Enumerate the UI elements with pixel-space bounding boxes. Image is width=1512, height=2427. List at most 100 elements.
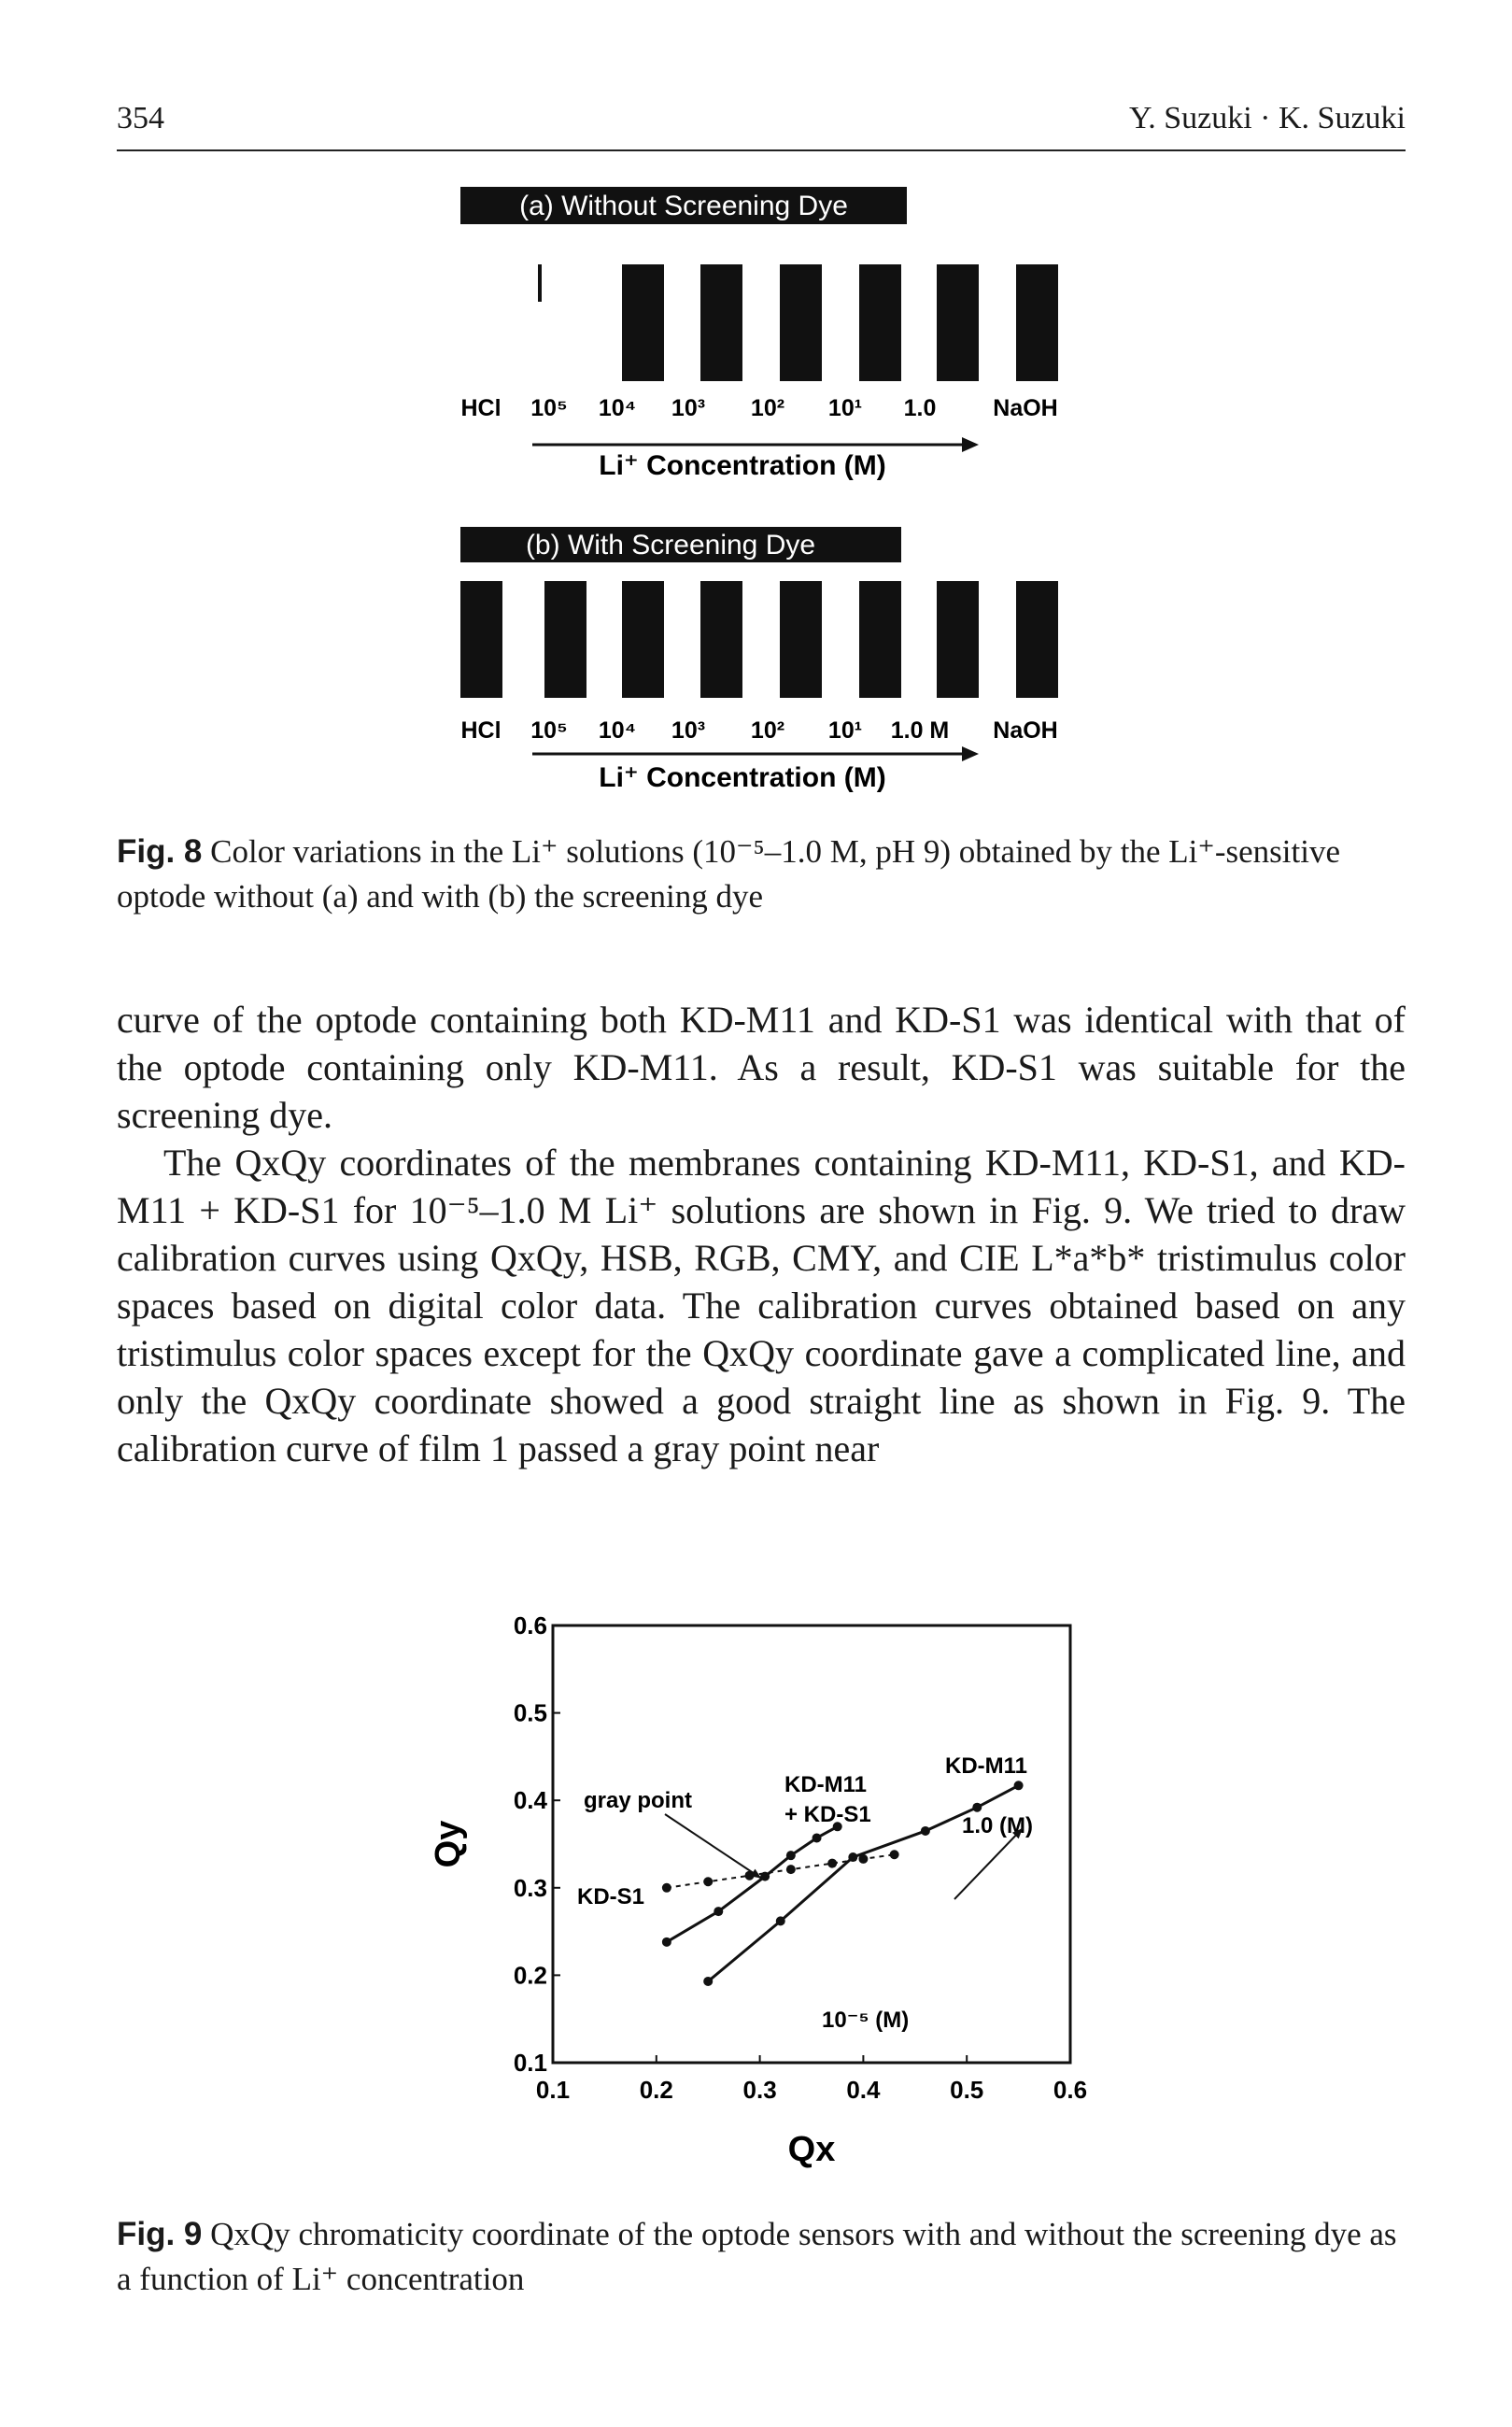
- conc-label-5: 10¹: [828, 395, 862, 421]
- data-point: [760, 1871, 770, 1881]
- annotation-arrow-head: [750, 1868, 762, 1879]
- color-block-6: [937, 264, 979, 381]
- color-block-5: [859, 581, 901, 698]
- figure-9-caption: Fig. 9 QxQy chromaticity coordinate of t…: [117, 2212, 1406, 2302]
- data-point: [744, 1870, 755, 1881]
- panel-b-title: (b) With Screening Dye: [526, 530, 815, 561]
- data-point: [848, 1852, 858, 1863]
- color-block-7: [1016, 581, 1058, 698]
- annotation-label: KD-S1: [577, 1884, 644, 1909]
- x-tick-label: 0.6: [1053, 2076, 1087, 2104]
- panel-a-strip: [538, 264, 1058, 381]
- color-block-2: [622, 581, 664, 698]
- x-tick-label: 0.3: [743, 2076, 777, 2104]
- conc-label-2: 10⁴: [599, 717, 636, 744]
- page-number: 354: [117, 101, 164, 135]
- series-line-1: [666, 1824, 839, 1944]
- y-tick-label: 0.4: [514, 1786, 548, 1814]
- data-point: [703, 1976, 714, 1986]
- x-tick-label: 0.2: [640, 2076, 673, 2104]
- x-tick-label: 0.5: [950, 2076, 983, 2104]
- body-paragraph-1: curve of the optode containing both KD-M…: [117, 999, 1406, 1136]
- data-point: [714, 1907, 724, 1917]
- body-text: curve of the optode containing both KD-M…: [117, 996, 1406, 1472]
- y-tick-label: 0.5: [514, 1699, 547, 1727]
- data-point: [920, 1825, 930, 1836]
- figure-9-caption-label: Fig. 9: [117, 2216, 203, 2252]
- color-block-0: [538, 264, 542, 302]
- figure-8-caption-label: Fig. 8: [117, 833, 203, 870]
- annotation-label: gray point: [584, 1788, 692, 1813]
- color-block-0: [460, 581, 502, 698]
- color-block-6: [937, 581, 979, 698]
- annotation-label: 10⁻⁵ (M): [822, 2008, 909, 2033]
- x-tick-label: 0.1: [536, 2076, 570, 2104]
- color-block-5: [859, 264, 901, 381]
- conc-label-3: 10³: [671, 395, 705, 421]
- panel-a-axis-label: Li⁺ Concentration (M): [599, 450, 885, 481]
- panel-b-arrow-head: [962, 746, 979, 761]
- figure-8-caption: Fig. 8 Color variations in the Li⁺ solut…: [117, 830, 1406, 919]
- data-point: [858, 1853, 869, 1864]
- running-head: Y. Suzuki · K. Suzuki: [1129, 101, 1406, 135]
- color-block-3: [700, 581, 742, 698]
- conc-label-4: 10²: [751, 395, 784, 421]
- header-rule: [117, 149, 1406, 151]
- color-block-1: [544, 581, 586, 698]
- conc-label-7: NaOH: [993, 717, 1057, 744]
- conc-label-1: 10⁵: [530, 717, 568, 744]
- series-layer: [661, 1781, 1024, 1986]
- conc-label-2: 10⁴: [599, 395, 636, 421]
- data-point: [1013, 1781, 1024, 1791]
- annotation-arrow: [664, 1813, 762, 1880]
- plot-frame: [551, 1624, 1072, 2065]
- panel-b-axis-label: Li⁺ Concentration (M): [599, 762, 885, 793]
- body-paragraph-2: The QxQy coordinates of the membranes co…: [117, 1142, 1406, 1469]
- annotation-label: 1.0 (M): [962, 1813, 1033, 1838]
- panel-b-title-bar: [460, 527, 901, 562]
- figure-9-caption-text: QxQy chromaticity coordinate of the opto…: [117, 2216, 1397, 2297]
- conc-label-6: 1.0 M: [891, 717, 950, 744]
- annotation-arrow: [954, 1827, 1024, 1900]
- data-point: [832, 1822, 842, 1832]
- conc-label-6: 1.0: [904, 395, 937, 421]
- data-point: [812, 1833, 822, 1843]
- axis-ticks: 0.1 0.2 0.3 0.4 0.5 0.6 0.1 0.2 0.3 0.4 0.5 0.6: [514, 1611, 1087, 2104]
- color-block-4: [780, 581, 822, 698]
- panel-b-strip: [460, 581, 1058, 698]
- annotation-arrow-head: [1011, 1828, 1023, 1839]
- data-point: [889, 1850, 899, 1860]
- color-block-2: [622, 264, 664, 381]
- series-line-2: [707, 1783, 1020, 1983]
- conc-label-0: HCl: [460, 717, 501, 744]
- figure-8-caption-text: Color variations in the Li⁺ solutions (1…: [117, 833, 1340, 915]
- data-point: [972, 1802, 982, 1812]
- conc-label-1: 10⁵: [530, 395, 568, 421]
- y-tick-label: 0.2: [514, 1961, 547, 1989]
- data-point: [661, 1882, 671, 1893]
- data-point: [785, 1865, 796, 1875]
- color-block-4: [780, 264, 822, 381]
- conc-label-3: 10³: [671, 717, 705, 744]
- y-tick-label: 0.1: [514, 2049, 547, 2077]
- data-point: [703, 1877, 714, 1887]
- data-point: [661, 1937, 671, 1947]
- y-tick-label: 0.3: [514, 1874, 547, 1902]
- data-point: [775, 1916, 785, 1926]
- x-axis-label: Qx: [788, 2130, 836, 2169]
- conc-label-4: 10²: [751, 717, 784, 744]
- color-block-7: [1016, 264, 1058, 381]
- conc-label-7: NaOH: [993, 395, 1057, 421]
- figure-8: (a) Without Screening Dye HCl 10⁵ 10⁴ 10³ 10…: [460, 187, 1058, 793]
- annotation-label: + KD-S1: [784, 1802, 871, 1827]
- figure-9-chart: 0.1 0.2 0.3 0.4 0.5 0.6 0.1 0.2 0.3 0.4 0.5 0.6 gra…: [429, 1611, 1087, 2169]
- color-block-3: [700, 264, 742, 381]
- x-tick-label: 0.4: [846, 2076, 881, 2104]
- data-point: [785, 1851, 796, 1861]
- panel-a-title: (a) Without Screening Dye: [519, 191, 848, 221]
- y-tick-label: 0.6: [514, 1611, 547, 1639]
- panel-a-arrow-head: [962, 437, 979, 452]
